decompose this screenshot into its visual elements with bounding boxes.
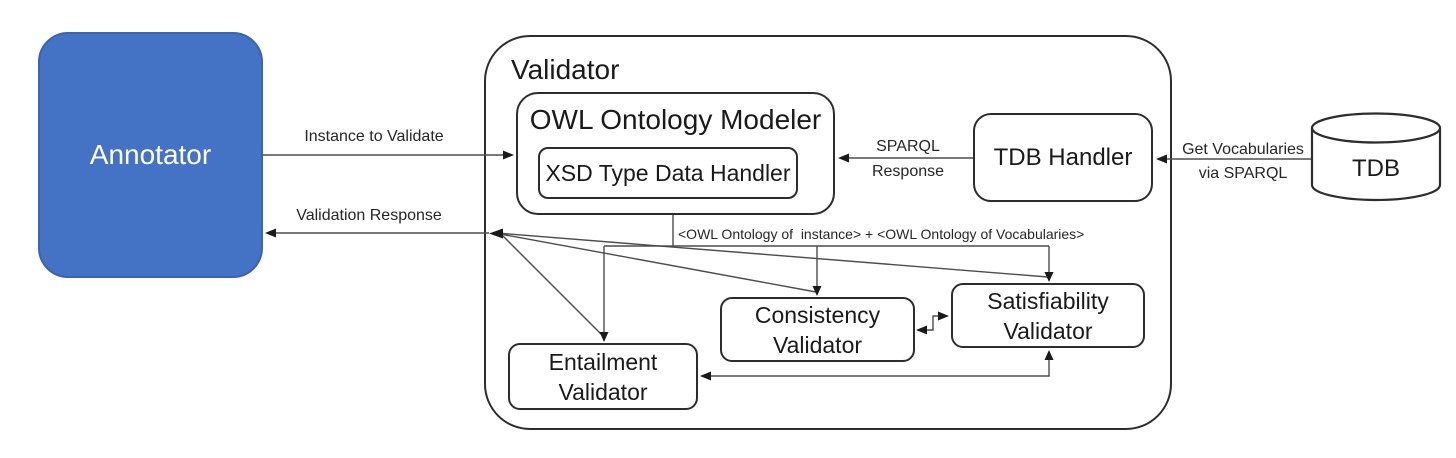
satisfiability-line1: Satisfiability <box>987 287 1109 314</box>
annotator-label: Annotator <box>89 139 212 170</box>
entailment-validator-node: Entailment Validator <box>508 343 698 410</box>
sparql-response-line2: Response <box>871 163 945 180</box>
consistency-validator-node: Consistency Validator <box>720 297 915 362</box>
tdb-cylinder-top-icon <box>1312 114 1440 143</box>
get-vocabularies-line1: Get Vocabularies <box>1182 141 1304 158</box>
ontology-output-label: <OWL Ontology of instance> + <OWL Ontolo… <box>678 226 1085 242</box>
entailment-line1: Entailment <box>548 348 658 375</box>
get-vocabularies-line2: via SPARQL <box>1198 165 1288 182</box>
consistency-validator-label: Consistency Validator <box>755 300 880 360</box>
entailment-validator-label: Entailment Validator <box>549 347 658 407</box>
tdb-handler-label: TDB Handler <box>993 143 1133 171</box>
tdb-handler-node: TDB Handler <box>973 113 1153 202</box>
tdb-label: TDB <box>1352 155 1400 182</box>
validator-group-title: Validator <box>511 54 620 85</box>
sparql-response-line1: SPARQL <box>876 138 940 155</box>
entailment-line2: Validator <box>558 378 648 405</box>
satisfiability-validator-label: Satisfiability Validator <box>987 286 1108 346</box>
xsd-type-data-handler-label: XSD Type Data Handler <box>545 159 791 186</box>
instance-to-validate-label: Instance to Validate <box>304 128 444 145</box>
annotator-node: Annotator <box>38 32 263 278</box>
owl-ontology-modeler-label: OWL Ontology Modeler <box>529 104 822 135</box>
validation-response-label: Validation Response <box>296 207 442 224</box>
sparql-response-label: SPARQL Response <box>858 134 958 184</box>
arrow-into-annotator-icon <box>265 228 276 238</box>
tdb-cylinder-body <box>1312 128 1440 200</box>
tdb-node: TDB <box>1312 114 1440 201</box>
xsd-type-data-handler-node: XSD Type Data Handler <box>538 147 798 199</box>
satisfiability-validator-node: Satisfiability Validator <box>951 283 1145 348</box>
satisfiability-line2: Validator <box>1003 317 1093 344</box>
consistency-line2: Validator <box>772 331 863 358</box>
get-vocabularies-label: Get Vocabularies via SPARQL <box>1176 138 1310 186</box>
consistency-line1: Consistency <box>754 301 881 328</box>
